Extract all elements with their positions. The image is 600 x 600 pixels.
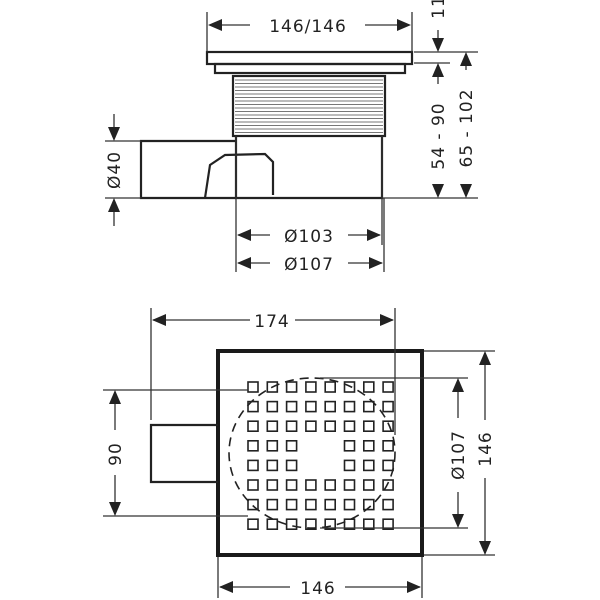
grate-slot — [247, 381, 259, 393]
grate-slot — [305, 400, 317, 413]
grate-slot — [343, 459, 356, 472]
grate-slot — [305, 479, 317, 491]
lower-body — [234, 136, 384, 200]
grate-slot — [266, 400, 279, 413]
grate-slot — [343, 439, 356, 452]
grate-frame — [213, 62, 407, 75]
grate-slot — [382, 420, 394, 433]
grate-height-label: 146 — [476, 431, 496, 466]
grate-slot — [266, 498, 279, 511]
grate-slot — [247, 400, 259, 413]
grate-slot — [362, 439, 375, 452]
grate-slot — [305, 518, 317, 531]
outlet-pipe-top — [149, 423, 218, 484]
grate-slot — [382, 381, 394, 393]
body-diameter-label: Ø107 — [449, 430, 469, 480]
grate-slot — [343, 420, 356, 433]
grate-slot — [266, 479, 279, 491]
grate-slot — [247, 420, 259, 433]
grate-slot — [382, 479, 394, 491]
grate-slot — [382, 459, 394, 472]
inner-diameter-label: Ø103 — [284, 227, 334, 247]
grate-slot — [285, 498, 298, 511]
grate-slot — [382, 498, 394, 511]
grate-slot — [362, 381, 375, 393]
body-outline-dashed — [228, 377, 396, 529]
grate-slot — [362, 479, 375, 491]
threaded-body — [231, 74, 387, 138]
grate-slot — [324, 400, 337, 413]
grate-width-label: 146 — [300, 579, 335, 599]
grate-slot — [362, 400, 375, 413]
grate-slot — [362, 498, 375, 511]
grate-slot — [247, 479, 259, 491]
total-height-label: 65 - 102 — [457, 88, 477, 167]
grate-slot — [285, 518, 298, 531]
grate-frame-outline — [216, 349, 424, 557]
grate-slot — [247, 439, 259, 452]
grate-slot — [285, 420, 298, 433]
outlet-offset-label: 90 — [106, 442, 126, 466]
grate-slot — [382, 518, 394, 531]
grate-slot — [266, 518, 279, 531]
grate-slot — [305, 381, 317, 393]
grate-slot — [382, 439, 394, 452]
grate-slot — [266, 459, 279, 472]
grate-slot — [285, 400, 298, 413]
grate-slot — [324, 479, 337, 491]
grate-slot — [324, 381, 337, 393]
grate-slot — [285, 459, 298, 472]
grate-slot — [266, 381, 279, 393]
grate-slot — [285, 381, 298, 393]
grate-slot — [343, 479, 356, 491]
grate-slot — [382, 400, 394, 413]
grate-slot — [343, 381, 356, 393]
grate-slot — [285, 479, 298, 491]
grate-slot — [362, 459, 375, 472]
overall-width-label: 174 — [254, 312, 289, 332]
grate-slot — [343, 400, 356, 413]
grate-slot-grid — [247, 381, 394, 531]
grate-slot — [305, 420, 317, 433]
outlet-diameter-label: Ø40 — [105, 151, 125, 189]
grate-slot — [266, 439, 279, 452]
width-dimension-label: 146/146 — [269, 17, 347, 37]
grate-slot — [305, 498, 317, 511]
grate-slot — [247, 518, 259, 531]
grate-slot — [247, 459, 259, 472]
grate-plate — [205, 50, 414, 66]
grate-slot — [266, 420, 279, 433]
grate-slot — [324, 498, 337, 511]
outlet-pipe — [139, 139, 236, 200]
thread-lines — [235, 79, 383, 133]
grate-slot — [343, 498, 356, 511]
outer-diameter-label: Ø107 — [284, 255, 334, 275]
grate-slot — [247, 498, 259, 511]
grate-slot — [324, 420, 337, 433]
trap-insert — [203, 152, 275, 199]
inner-height-label: 54 - 90 — [429, 102, 449, 169]
grate-slot — [362, 420, 375, 433]
grate-slot — [343, 518, 356, 531]
grate-slot — [324, 518, 337, 531]
plate-height-label: 11 — [429, 0, 449, 19]
side-view: 146/146 11 54 - 90 65 - 102 Ø40 Ø103 Ø10… — [105, 0, 478, 275]
grate-slot — [285, 439, 298, 452]
top-view: 174 90 Ø107 146 146 — [103, 308, 496, 599]
grate-slot — [362, 518, 375, 531]
